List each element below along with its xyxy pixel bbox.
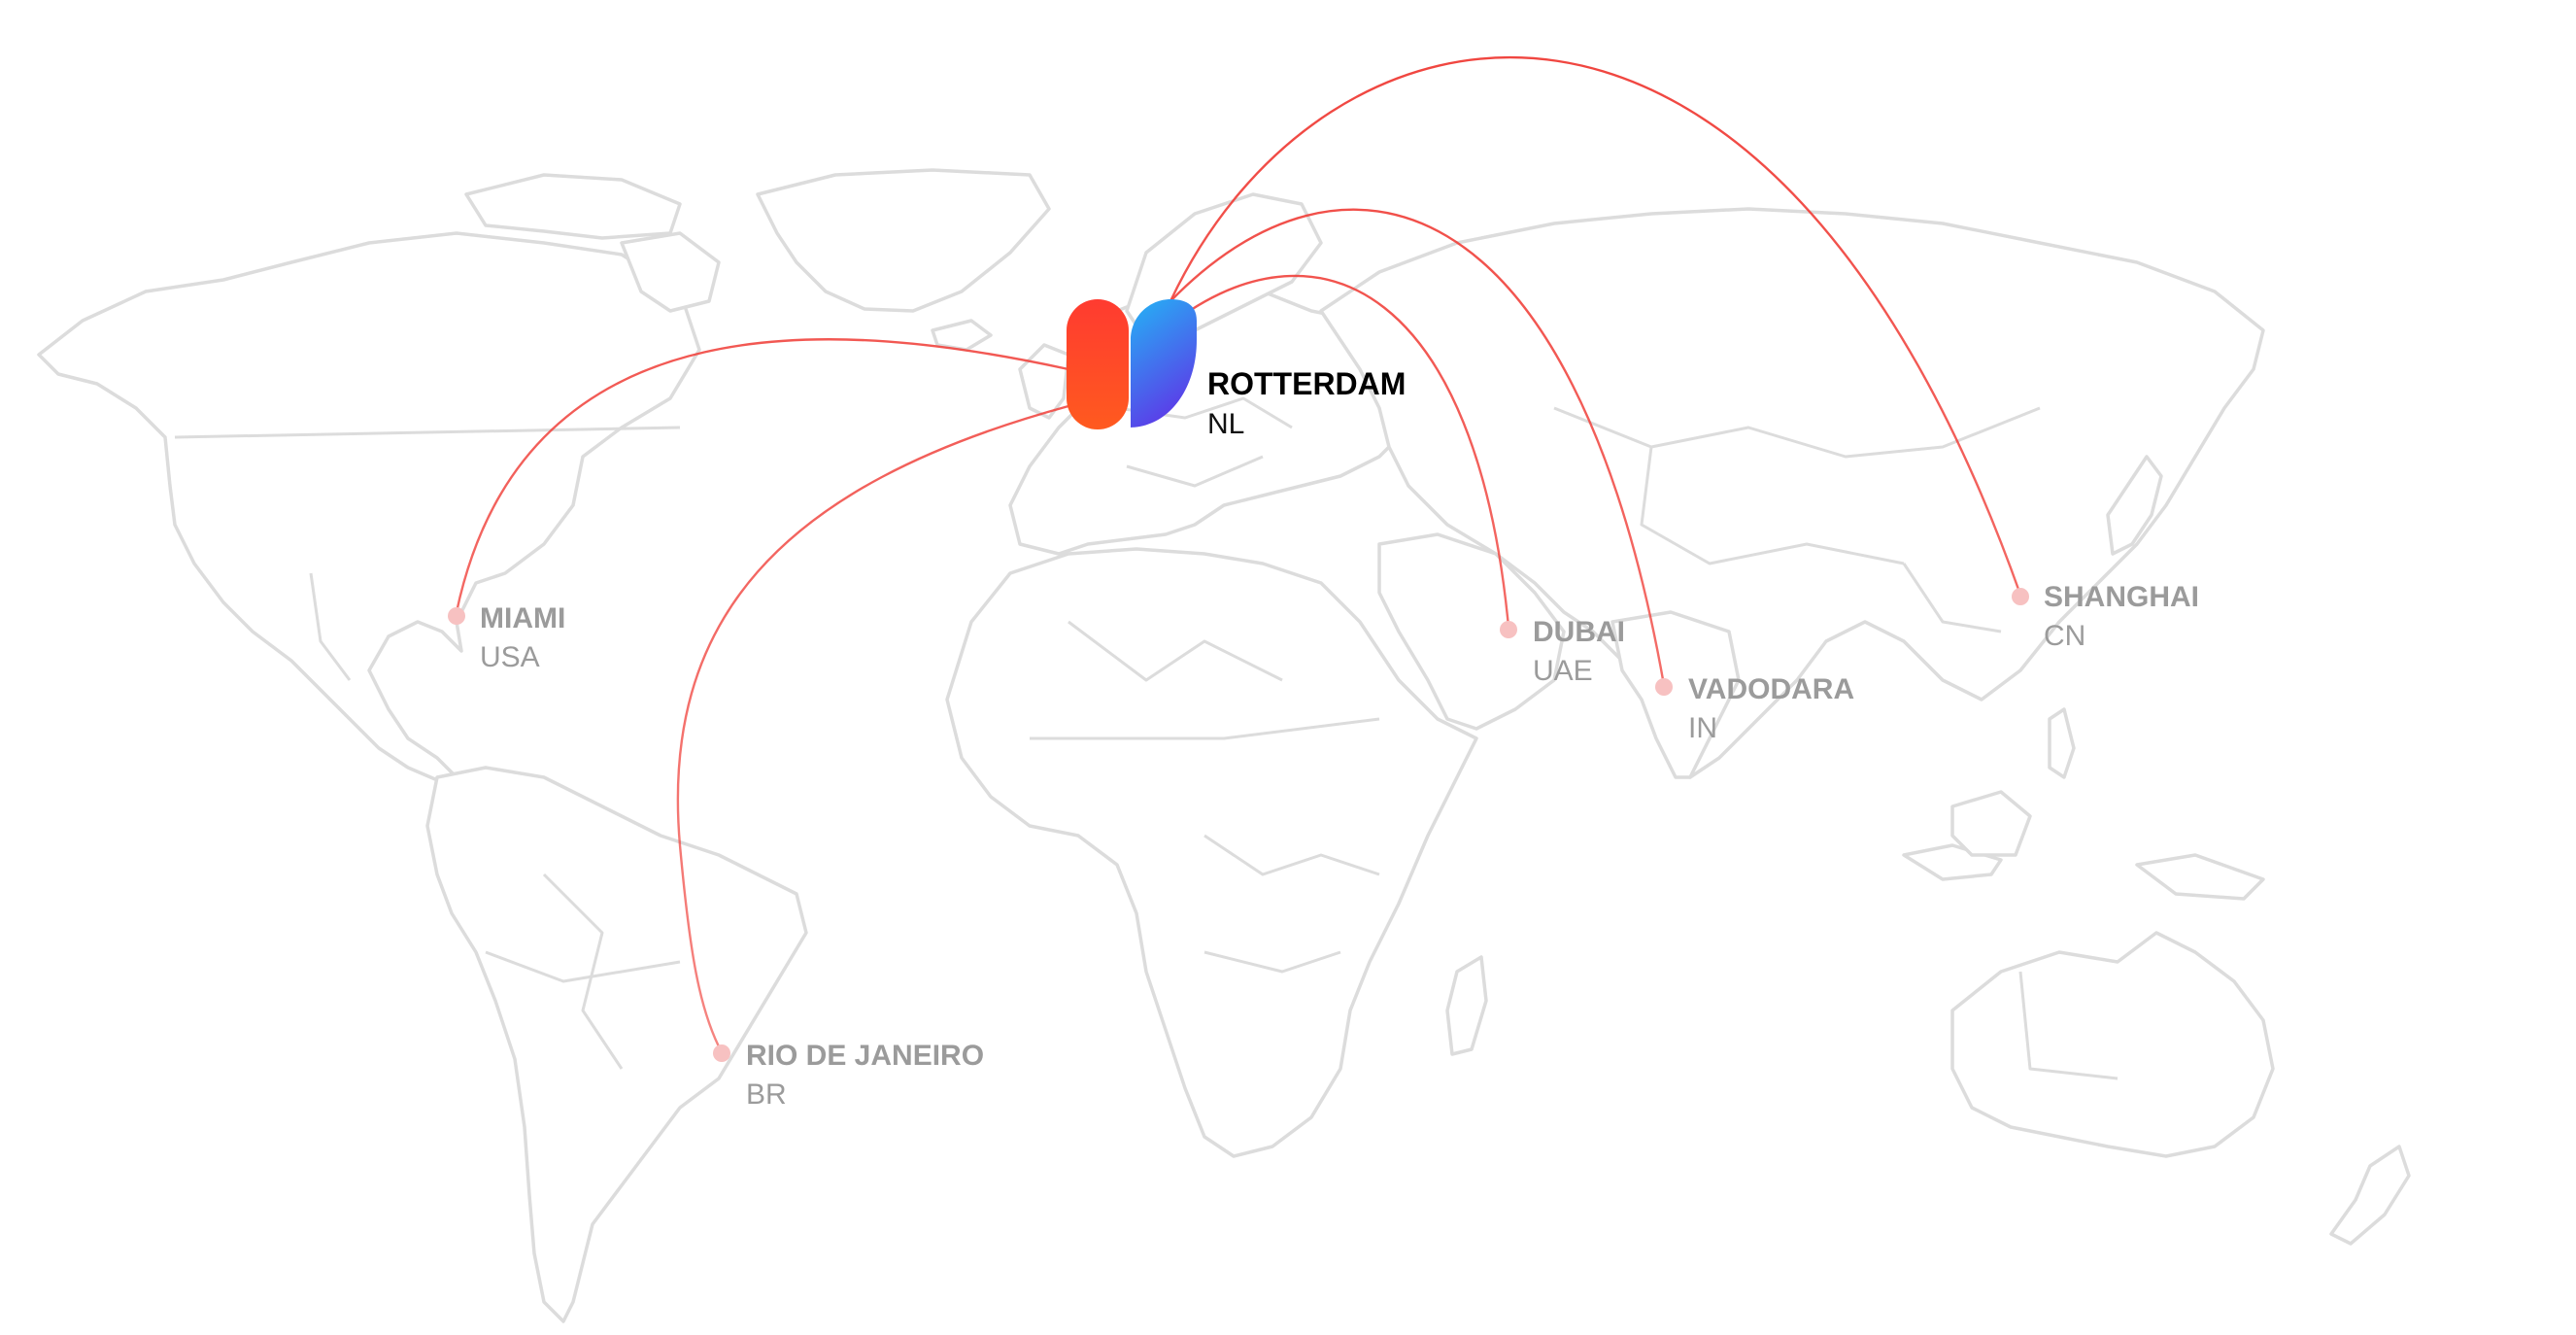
city-country-rio: BR [746, 1078, 787, 1111]
city-name-vadodara: VADODARA [1688, 673, 1854, 705]
city-name-shanghai: SHANGHAI [2044, 581, 2199, 613]
iceland-landmass [931, 319, 993, 352]
city-rio[interactable]: RIO DE JANEIRO BR [713, 1040, 984, 1111]
city-vadodara[interactable]: VADODARA IN [1655, 673, 1854, 744]
route-rotterdam-vadodara [1169, 208, 1666, 686]
baffin-island-landmass [620, 231, 721, 313]
city-country-miami: USA [480, 641, 540, 673]
city-name-miami: MIAMI [480, 602, 565, 634]
route-rotterdam-dubai [1174, 274, 1510, 628]
city-dot-shanghai [2012, 588, 2029, 605]
brand-logo-icon [1067, 299, 1197, 429]
city-country-dubai: UAE [1533, 655, 1593, 687]
south-america-landmass [425, 766, 808, 1323]
asia-landmass [1319, 207, 2265, 779]
city-name-dubai: DUBAI [1533, 616, 1625, 648]
madagascar-landmass [1445, 955, 1488, 1056]
japan-landmass [2106, 455, 2163, 556]
city-dot-rio [713, 1044, 730, 1062]
country-borders [174, 396, 2118, 1080]
city-miami[interactable]: MIAMI USA [448, 602, 565, 673]
city-dot-dubai [1500, 621, 1517, 638]
hub-rotterdam[interactable]: ROTTERDAM NL [1067, 299, 1406, 440]
route-rotterdam-miami [455, 338, 1069, 613]
philippines-landmass [2048, 707, 2076, 779]
new-guinea-landmass [2135, 853, 2265, 901]
new-zealand-landmass [2329, 1145, 2411, 1246]
city-dot-vadodara [1655, 678, 1673, 696]
city-country-vadodara: IN [1688, 712, 1717, 744]
city-dot-miami [448, 607, 465, 625]
arctic-islands-landmass [464, 173, 682, 240]
uk-landmass [1018, 343, 1070, 420]
route-rotterdam-rio [676, 404, 1069, 1053]
city-name-rio: RIO DE JANEIRO [746, 1040, 984, 1072]
world-landmass [37, 168, 2411, 1323]
city-shanghai[interactable]: SHANGHAI CN [2012, 581, 2199, 652]
city-dubai[interactable]: DUBAI UAE [1500, 616, 1625, 687]
greenland-landmass [756, 168, 1051, 313]
australia-landmass [1950, 931, 2275, 1158]
africa-landmass [945, 547, 1478, 1158]
route-rotterdam-shanghai [1169, 56, 2022, 596]
borneo-landmass [1950, 790, 2032, 857]
hub-name: ROTTERDAM [1207, 366, 1406, 401]
north-america-landmass [37, 231, 701, 784]
routes [455, 56, 2022, 1053]
hub-country: NL [1207, 408, 1244, 440]
india-landmass [1610, 610, 1741, 779]
city-country-shanghai: CN [2044, 620, 2085, 652]
